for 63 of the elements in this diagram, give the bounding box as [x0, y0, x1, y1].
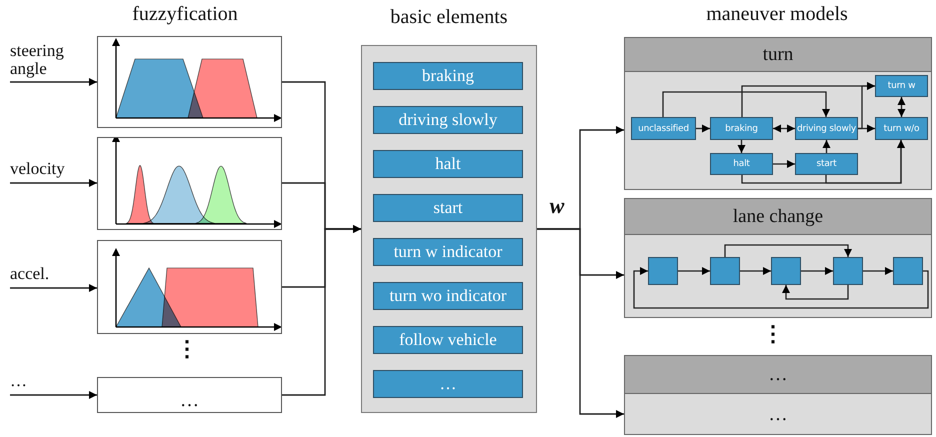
state-box: halt [710, 153, 773, 175]
element-box: driving slowly [373, 106, 523, 134]
panel-header: turn [625, 38, 931, 72]
state-box: driving slowly [795, 117, 858, 140]
arrow [898, 97, 906, 117]
column-heading: fuzzyfication [131, 3, 239, 26]
state-box [648, 257, 678, 285]
arrow [10, 391, 97, 399]
element-box: halt [373, 150, 523, 178]
weight-symbol: w [548, 193, 566, 219]
arrow [825, 140, 905, 184]
membership-chart-box [97, 240, 282, 334]
arrow [801, 267, 833, 275]
arrow [10, 179, 97, 187]
arrow [662, 91, 830, 117]
state-box: turn w [875, 75, 928, 97]
arrow [724, 244, 852, 257]
arrow [696, 124, 710, 132]
element-box: braking [373, 62, 523, 90]
element-box: turn wo indicator [373, 282, 523, 310]
arrow [773, 124, 795, 132]
membership-chart-box [97, 377, 282, 413]
maneuver-model-panel [624, 355, 932, 435]
arrow [537, 228, 624, 418]
column-heading: basic elements [389, 6, 509, 29]
panel-header: … [625, 356, 931, 394]
arrow [10, 78, 97, 86]
panel-header: lane change [625, 199, 931, 235]
maneuver-model-panel [624, 37, 932, 190]
state-box: turn w/o [875, 117, 928, 140]
ellipsis-dots: ⋮ [176, 336, 192, 362]
placeholder-text: … [179, 390, 200, 412]
state-box: unclassified [631, 117, 696, 140]
element-box: follow vehicle [373, 326, 523, 354]
state-box [710, 257, 740, 285]
arrow [282, 225, 361, 396]
arrow [863, 267, 893, 275]
input-label: velocity [10, 160, 90, 179]
input-label: steering angle [10, 42, 90, 78]
arrow [10, 284, 97, 292]
input-label: accel. [10, 265, 90, 284]
element-box: turn w indicator [373, 238, 523, 266]
arrow [782, 285, 849, 300]
arrow [822, 140, 830, 153]
column-heading: maneuver models [705, 3, 849, 26]
arrow [678, 267, 710, 275]
placeholder-text: … [768, 404, 788, 426]
state-box: braking [710, 117, 773, 140]
element-box: start [373, 194, 523, 222]
arrow [738, 140, 746, 153]
maneuver-model-panel [624, 198, 932, 318]
element-box: … [373, 370, 523, 398]
arrow [633, 267, 929, 309]
state-box [893, 257, 923, 285]
state-box [833, 257, 863, 285]
arrow [740, 267, 771, 275]
ellipsis-dots: ⋮ [762, 321, 778, 347]
arrow [741, 82, 875, 117]
arrow [773, 160, 795, 168]
state-box [771, 257, 801, 285]
state-box: start [795, 153, 858, 175]
input-label: … [10, 372, 50, 391]
membership-chart-box [97, 36, 282, 128]
